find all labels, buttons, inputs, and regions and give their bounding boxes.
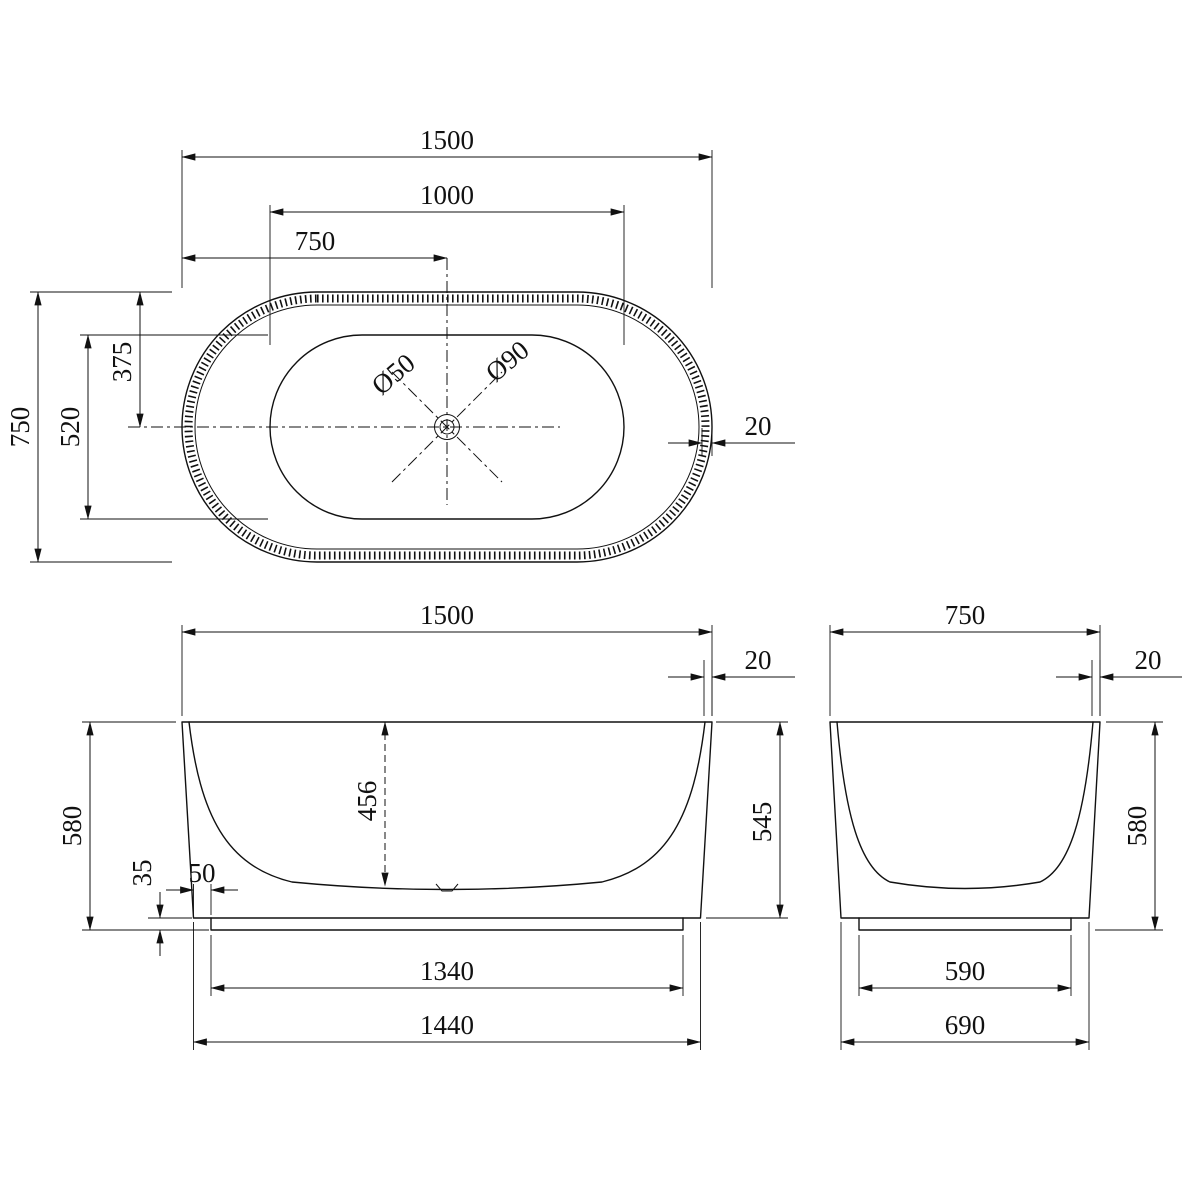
dim-top-overall-width: 750 [5, 291, 172, 563]
dim-side-top-width: 750 [829, 600, 1101, 716]
front-drain-notch [435, 883, 459, 892]
dim-label: 750 [295, 226, 336, 256]
dim-top-rim-thickness: 20 [668, 411, 795, 456]
dim-front-basin-depth: 456 [352, 721, 389, 887]
dim-top-basin-length: 1000 [269, 180, 625, 345]
dim-label: 580 [1122, 806, 1152, 847]
front-outer-profile [181, 721, 713, 919]
dim-top-basin-width: 520 [55, 334, 268, 520]
dim-label: 520 [55, 407, 85, 448]
dim-side-base-width: 690 [840, 922, 1090, 1050]
side-view: 750 20 580 590 690 [829, 600, 1182, 1050]
dim-front-plinth-length: 1340 [210, 935, 684, 996]
dim-label: 20 [745, 645, 772, 675]
dim-label: 750 [945, 600, 986, 630]
dim-label: 35 [127, 860, 157, 887]
dim-label: 1500 [420, 125, 474, 155]
dim-label: 50 [189, 858, 216, 888]
drain-dim-large-label: Ø90 [480, 335, 535, 388]
dim-front-plinth-inset: 50 [166, 858, 238, 915]
dim-label: 375 [107, 342, 137, 383]
dim-label: 590 [945, 956, 986, 986]
dim-label: 545 [747, 802, 777, 843]
dim-label: 1340 [420, 956, 474, 986]
dim-side-rim-thickness: 20 [1056, 645, 1182, 716]
dim-front-rim-thickness: 20 [668, 645, 795, 716]
dim-label: 1000 [420, 180, 474, 210]
front-basin-profile [188, 721, 706, 891]
side-plinth-profile [858, 917, 1072, 931]
side-outer-profile [829, 721, 1101, 919]
dim-label: 20 [1135, 645, 1162, 675]
dim-side-overall-height: 580 [1095, 721, 1163, 931]
dim-label: 750 [5, 407, 35, 448]
side-basin-profile [836, 721, 1094, 890]
dim-front-overall-height: 580 [57, 721, 188, 931]
dim-label: 20 [745, 411, 772, 441]
dim-front-base-length: 1440 [192, 922, 702, 1050]
dim-front-body-height: 545 [706, 721, 788, 919]
top-view: Ø50 Ø90 1500 1000 750 750 [5, 125, 795, 563]
dim-side-plinth-width: 590 [858, 935, 1072, 996]
dim-front-plinth-height: 35 [127, 860, 209, 956]
dim-top-center-from-end: 750 [181, 226, 448, 262]
dim-label: 1500 [420, 600, 474, 630]
dim-label: 580 [57, 806, 87, 847]
centerlines [128, 258, 560, 505]
front-plinth-profile [210, 917, 684, 931]
dim-top-overall-length: 1500 [181, 125, 713, 288]
dim-front-top-length: 1500 [181, 600, 713, 716]
front-view: 1500 20 580 456 545 [57, 600, 795, 1050]
dim-label: 456 [352, 781, 382, 822]
dim-label: 690 [945, 1010, 986, 1040]
dim-label: 1440 [420, 1010, 474, 1040]
dim-top-center-from-side: 375 [107, 291, 144, 428]
